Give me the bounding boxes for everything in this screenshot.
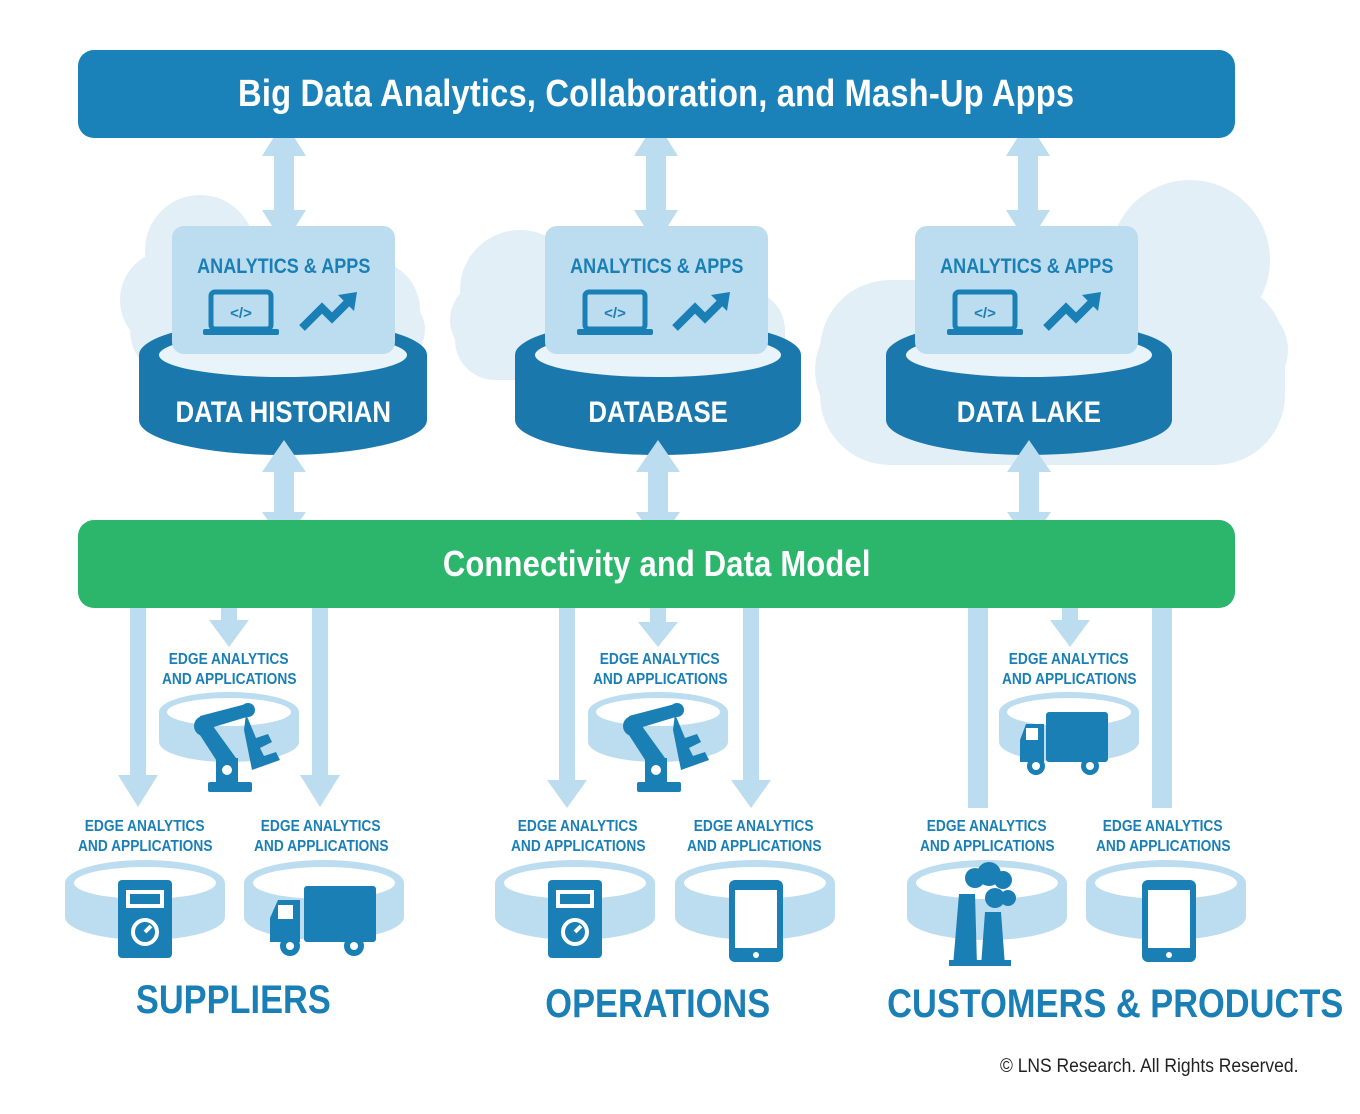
copyright-notice: © LNS Research. All Rights Reserved. <box>999 1056 1298 1077</box>
data-historian-label: DATA HISTORIAN <box>175 396 391 429</box>
svg-text:</>: </> <box>974 305 996 322</box>
trend-up-icon <box>672 292 730 331</box>
operations-label: OPERATIONS <box>545 982 771 1026</box>
robot-arm-icon <box>623 703 709 792</box>
mid-arrows <box>262 440 1051 543</box>
tablet-icon <box>1142 880 1196 962</box>
analytics-apps-bar: Big Data Analytics, Collaboration, and M… <box>78 50 1235 138</box>
database-label: DATABASE <box>588 396 728 429</box>
trend-up-icon <box>1043 292 1101 331</box>
top-bar-label: Big Data Analytics, Collaboration, and M… <box>238 72 1075 115</box>
laptop-code-icon: </> <box>203 289 279 335</box>
middle-bar-label: Connectivity and Data Model <box>442 543 871 584</box>
tablet-icon <box>729 880 783 962</box>
trend-up-icon <box>299 292 357 331</box>
truck-icon <box>270 886 376 956</box>
robot-arm-icon <box>194 703 280 792</box>
analytics-apps-label: ANALYTICS & APPS <box>939 255 1114 278</box>
factory-icon <box>949 862 1016 966</box>
svg-text:</>: </> <box>230 305 252 322</box>
data-lake-label: DATA LAKE <box>956 396 1102 429</box>
apps-boxes <box>172 226 1138 354</box>
customers-products-label: CUSTOMERS & PRODUCTS <box>887 982 1344 1026</box>
suppliers-label: SUPPLIERS <box>135 978 331 1022</box>
svg-text:</>: </> <box>604 305 626 322</box>
connectivity-bar: Connectivity and Data Model <box>78 520 1235 608</box>
analytics-apps-label: ANALYTICS & APPS <box>196 255 371 278</box>
laptop-code-icon: </> <box>577 289 653 335</box>
analytics-apps-label: ANALYTICS & APPS <box>569 255 744 278</box>
meter-icon <box>118 880 172 958</box>
top-arrows <box>262 121 1050 245</box>
laptop-code-icon: </> <box>947 289 1023 335</box>
truck-icon <box>1020 712 1108 775</box>
meter-icon <box>548 880 602 958</box>
edge-rings-bottom <box>65 860 1246 940</box>
